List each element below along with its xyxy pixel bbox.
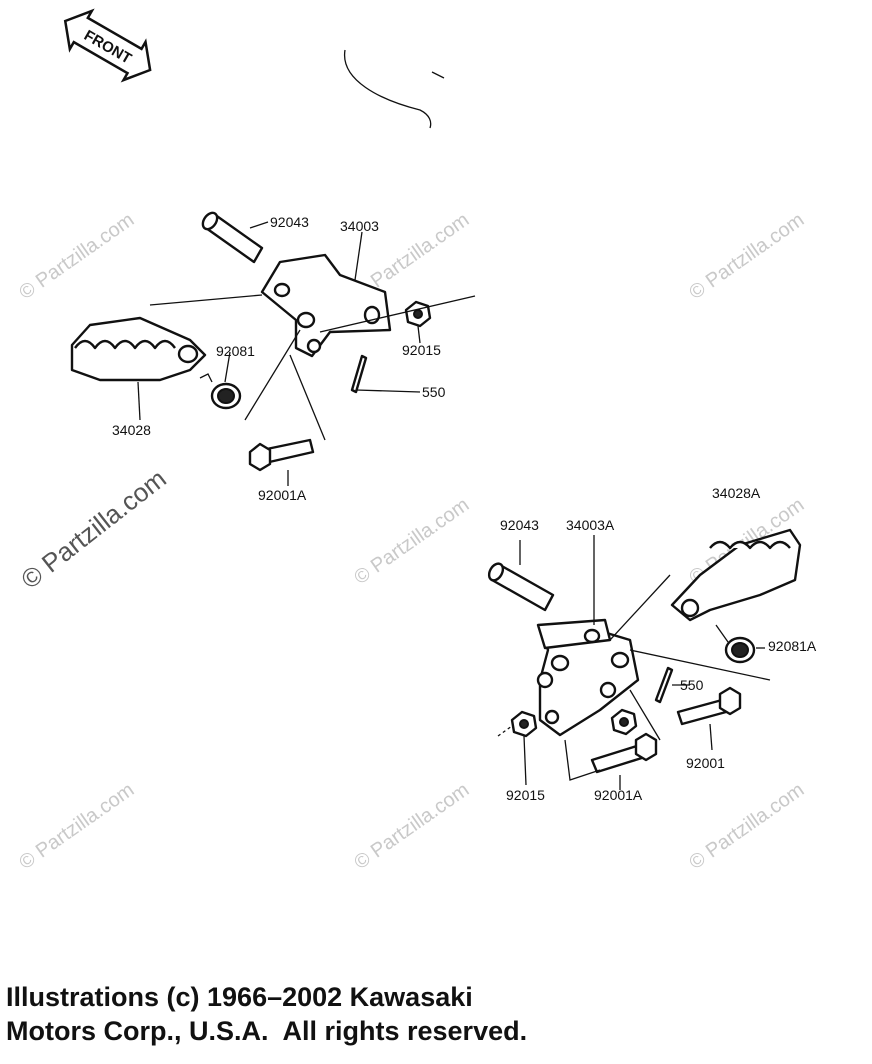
copyright-notice: Illustrations (c) 1966–2002 Kawasaki Mot… <box>6 980 866 1048</box>
copyright-line-2: Motors Corp., U.S.A. All rights reserved… <box>6 1016 528 1046</box>
frame-curve <box>344 49 432 129</box>
copyright-line-1: Illustrations (c) 1966–2002 Kawasaki <box>6 982 473 1012</box>
upper-assembly <box>70 211 476 486</box>
leader-line <box>523 735 527 786</box>
leader-line <box>709 723 713 751</box>
bolt-92001A-upper <box>248 438 315 472</box>
part-label-92043: 92043 <box>500 517 539 533</box>
pin-92043-upper <box>201 211 264 264</box>
leader-line <box>244 329 301 421</box>
cotter-pin-550-upper <box>350 354 368 394</box>
leader-line <box>564 739 601 781</box>
footpeg-34028 <box>70 316 207 382</box>
part-label-550: 550 <box>422 384 446 400</box>
part-label-92001A: 92001A <box>258 487 307 503</box>
leader-line <box>609 574 671 641</box>
watermark: © Partzilla.com <box>685 209 808 304</box>
part-label-92015: 92015 <box>506 787 545 803</box>
part-label-92081: 92081 <box>216 343 255 359</box>
part-label-34003A: 34003A <box>566 517 615 533</box>
watermark: © Partzilla.com <box>685 779 808 874</box>
leader-line <box>319 295 476 333</box>
part-label-92043: 92043 <box>270 214 309 230</box>
nut-inner-lower <box>610 708 638 736</box>
nut-92015-upper <box>404 300 432 328</box>
leader-line <box>354 231 363 281</box>
bracket-34003 <box>260 253 392 358</box>
leader-line <box>417 325 421 344</box>
leader-line <box>137 381 141 421</box>
leader-line <box>629 649 771 681</box>
spring-92081 <box>199 373 242 410</box>
bolt-92001 <box>676 686 742 726</box>
part-label-92001: 92001 <box>686 755 725 771</box>
leader-line <box>355 389 421 393</box>
leader-line <box>224 351 231 383</box>
leader-line <box>149 294 263 306</box>
leader-line <box>629 689 661 741</box>
part-label-92081A: 92081A <box>768 638 817 654</box>
spring-92081A <box>724 636 756 664</box>
leader-line <box>249 221 269 229</box>
frame-mark <box>431 71 445 79</box>
watermark: © Partzilla.com <box>350 779 473 874</box>
watermark: © Partzilla.com <box>350 494 473 589</box>
front-arrow-badge: FRONT <box>63 8 152 83</box>
leader-line <box>497 725 513 737</box>
part-label-92015: 92015 <box>402 342 441 358</box>
part-label-34028: 34028 <box>112 422 151 438</box>
pin-92043-lower <box>487 562 555 612</box>
nut-92015-lower <box>510 710 538 738</box>
leader-line <box>715 624 729 643</box>
bolt-92001A-lower <box>590 732 658 774</box>
part-label-34028A: 34028A <box>712 485 761 501</box>
cotter-pin-550-lower <box>654 666 674 704</box>
watermark-large: © Partzilla.com <box>15 463 172 595</box>
lower-assembly <box>487 528 802 790</box>
part-label-34003: 34003 <box>340 218 379 234</box>
leader-line <box>289 354 326 441</box>
footpeg-34028A <box>670 528 802 622</box>
bracket-34003A <box>536 618 640 737</box>
watermark: © Partzilla.com <box>15 209 138 304</box>
part-labels: 92043 34003 92081 92015 550 34028 92001A… <box>112 214 817 803</box>
part-label-92001A: 92001A <box>594 787 643 803</box>
watermark: © Partzilla.com <box>15 779 138 874</box>
part-label-550: 550 <box>680 677 704 693</box>
